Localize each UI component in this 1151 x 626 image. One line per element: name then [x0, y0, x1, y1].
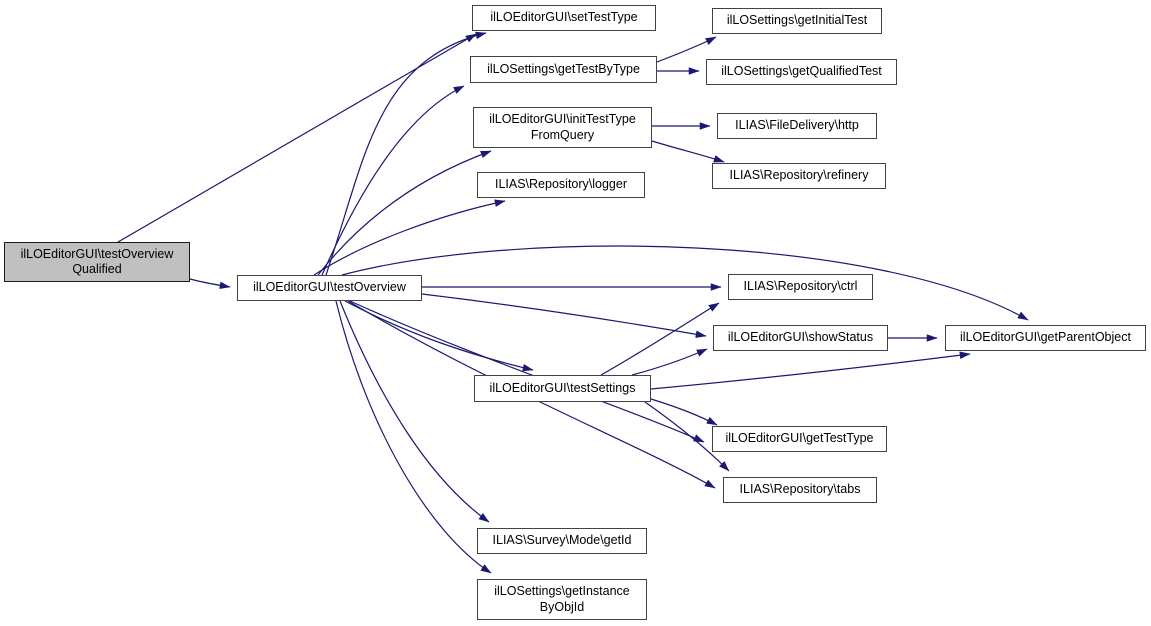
node-testOverviewQualified[interactable]: ilLOEditorGUI\testOverview Qualified [4, 242, 190, 282]
edge-testOverview-to-initTestTypeFromQuery [317, 150, 492, 276]
edge-testSettings-to-ctrl [600, 302, 720, 376]
node-getInstanceByObjId[interactable]: ilLOSettings\getInstance ByObjId [477, 579, 647, 620]
edge-testSettings-to-getParentObject [650, 351, 971, 390]
edge-testOverview-to-getInstanceByObjId [335, 300, 492, 574]
node-getId[interactable]: ILIAS\Survey\Mode\getId [477, 528, 647, 554]
edge-testOverviewQualified-to-setTestType [117, 33, 477, 243]
node-getTestType[interactable]: ilLOEditorGUI\getTestType [712, 426, 887, 452]
edge-testOverview-to-getTestByType [321, 85, 465, 276]
edge-testOverview-to-getParentObject [341, 245, 1029, 321]
edge-testOverview-to-setTestType [325, 31, 487, 276]
node-showStatus[interactable]: ilLOEditorGUI\showStatus [713, 325, 888, 351]
node-getQualifiedTest[interactable]: ilLOSettings\getQualifiedTest [706, 59, 897, 85]
node-testOverview[interactable]: ilLOEditorGUI\testOverview [237, 275, 422, 301]
node-initTestTypeFromQuery[interactable]: ilLOEditorGUI\initTestType FromQuery [473, 107, 652, 148]
edge-testOverviewQualified-to-testOverview [189, 278, 231, 290]
node-getInitialTest[interactable]: ilLOSettings\getInitialTest [712, 8, 882, 34]
node-ctrl[interactable]: ILIAS\Repository\ctrl [728, 274, 873, 300]
edge-testOverview-to-tabs [347, 300, 716, 489]
node-tabs[interactable]: ILIAS\Repository\tabs [723, 477, 877, 503]
node-getTestByType[interactable]: ilLOSettings\getTestByType [470, 56, 657, 83]
edge-testSettings-to-tabs [644, 401, 730, 472]
edge-testSettings-to-showStatus [631, 348, 708, 376]
node-http[interactable]: ILIAS\FileDelivery\http [717, 113, 877, 139]
edge-testOverview-to-getId [339, 300, 490, 523]
edge-testOverview-to-showStatus [421, 293, 707, 338]
edge-getTestByType-to-getInitialTest [656, 36, 717, 63]
edge-testOverview-to-logger [313, 199, 506, 276]
node-refinery[interactable]: ILIAS\Repository\refinery [712, 163, 886, 189]
node-setTestType[interactable]: ilLOEditorGUI\setTestType [472, 5, 656, 31]
edge-initTestTypeFromQuery-to-refinery [651, 140, 725, 163]
node-logger[interactable]: ILIAS\Repository\logger [477, 172, 645, 198]
edge-testOverview-to-getTestType [349, 300, 705, 443]
node-testSettings[interactable]: ilLOEditorGUI\testSettings [474, 375, 651, 402]
edge-testSettings-to-getTestType [650, 398, 718, 426]
node-getParentObject[interactable]: ilLOEditorGUI\getParentObject [945, 325, 1146, 351]
